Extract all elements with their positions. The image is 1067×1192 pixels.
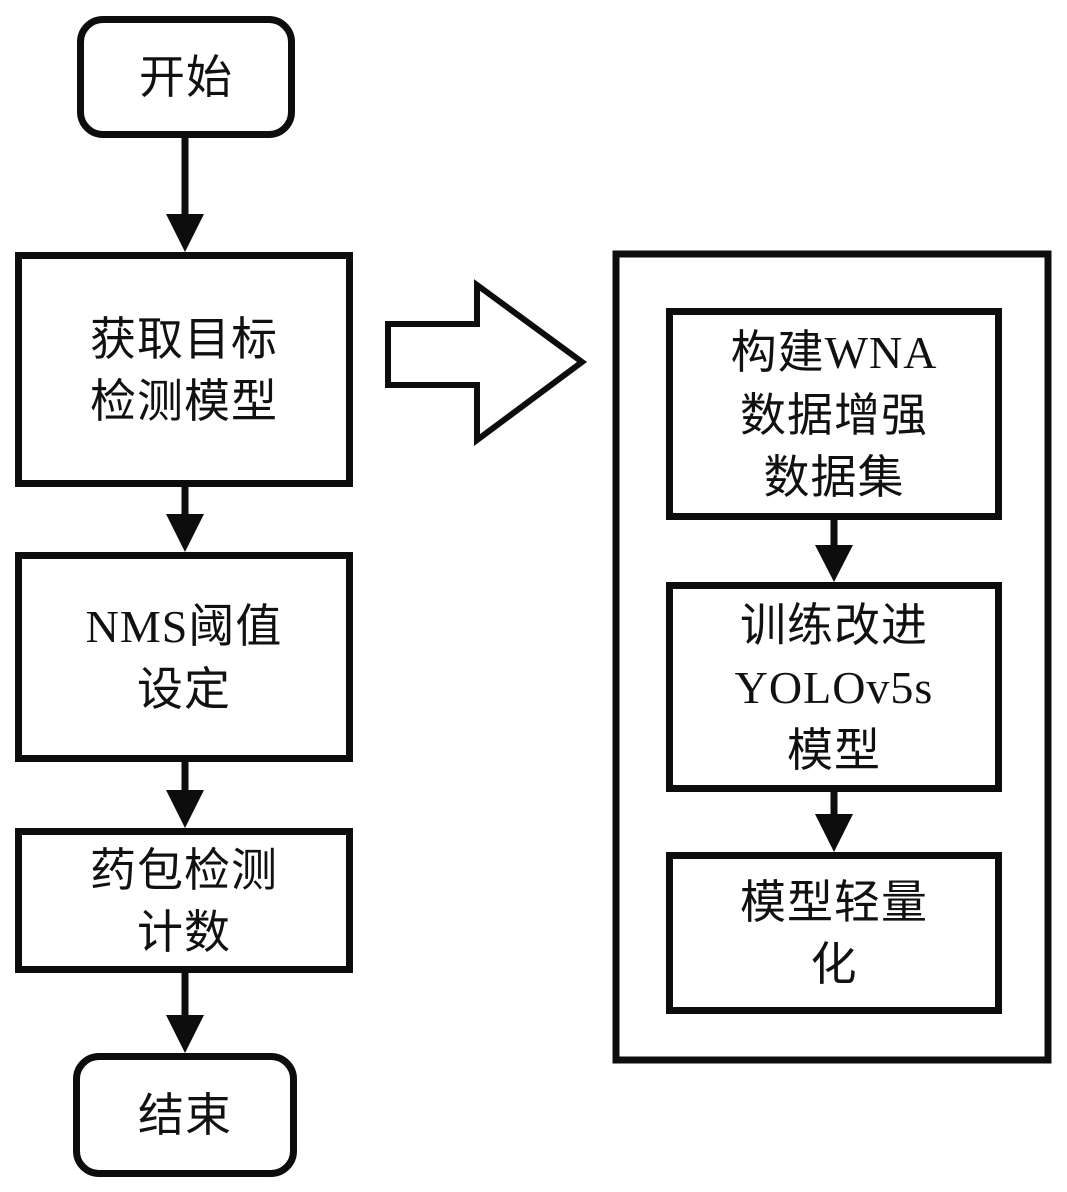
start-node: 开始	[77, 16, 295, 138]
train-model-label: 训练改进 YOLOv5s 模型	[734, 597, 934, 777]
get-model-node: 获取目标 检测模型	[15, 252, 353, 487]
arrow-dataset-to-train	[815, 518, 853, 582]
arrow-start-to-get-model	[166, 136, 204, 252]
nms-threshold-label: NMS阈值 设定	[85, 598, 283, 716]
arrow-nms-to-detect	[166, 760, 204, 828]
expansion-block-arrow	[385, 279, 588, 446]
arrow-get-model-to-nms	[166, 485, 204, 552]
start-label: 开始	[139, 50, 233, 104]
detect-count-label: 药包检测 计数	[90, 842, 278, 959]
detect-count-node: 药包检测 计数	[15, 828, 353, 973]
nms-threshold-node: NMS阈值 设定	[15, 552, 353, 762]
end-label: 结束	[138, 1088, 232, 1142]
train-model-node: 训练改进 YOLOv5s 模型	[666, 582, 1002, 792]
lightweight-label: 模型轻量 化	[740, 875, 928, 991]
dataset-label: 构建WNA 数据增强 数据集	[730, 324, 938, 504]
get-model-label: 获取目标 检测模型	[90, 311, 278, 428]
sub-flow-group-container	[612, 250, 1052, 1064]
dataset-node: 构建WNA 数据增强 数据集	[666, 308, 1002, 520]
arrow-detect-to-end	[166, 970, 204, 1053]
end-node: 结束	[73, 1053, 297, 1177]
lightweight-node: 模型轻量 化	[666, 852, 1002, 1014]
arrow-train-to-lightweight	[815, 790, 853, 852]
